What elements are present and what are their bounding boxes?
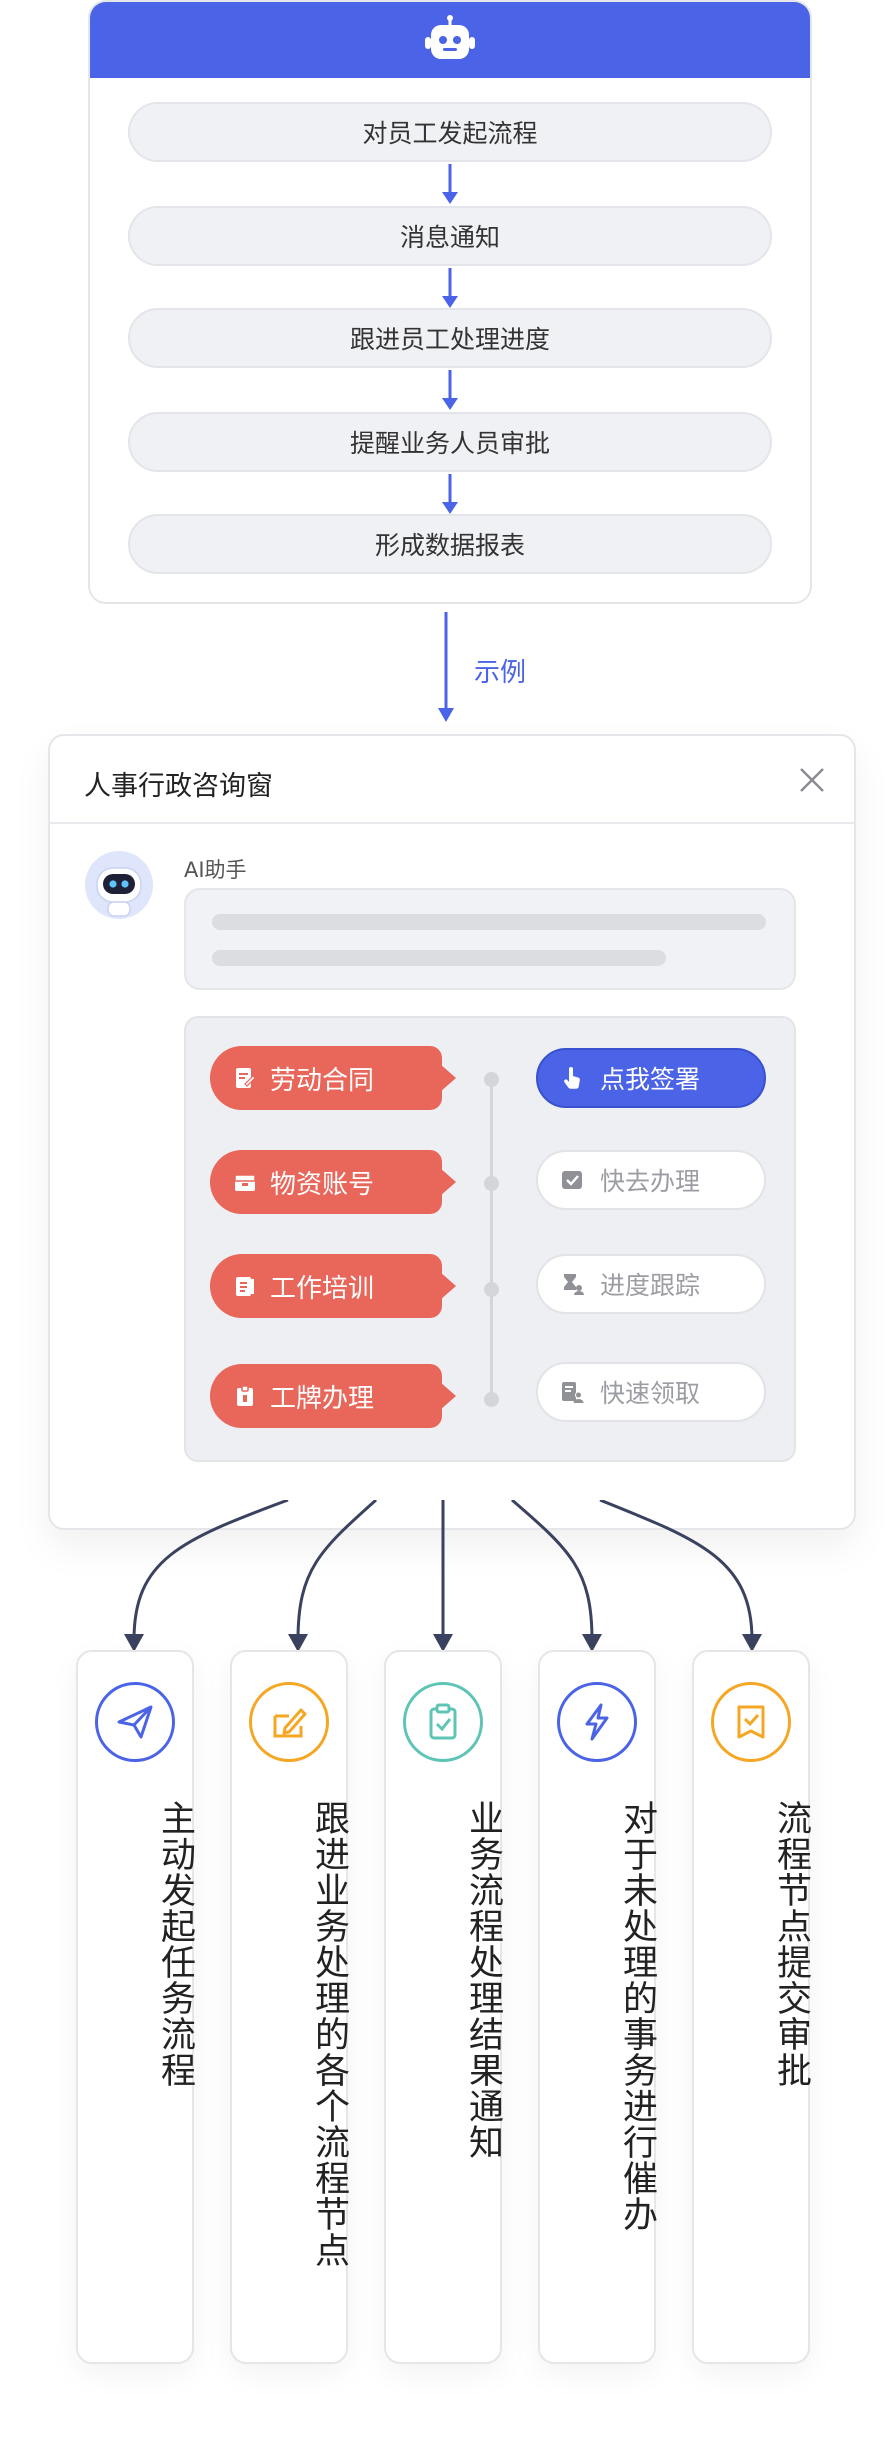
check-doc-icon [562,1171,582,1189]
box-icon [234,1174,256,1191]
timeline-dot [484,1392,499,1407]
hourglass-user-icon [564,1274,584,1295]
close-icon[interactable] [796,764,828,796]
lightning-icon [585,1703,609,1741]
feature-icon-wrap [95,1682,175,1762]
feature-icon-wrap [403,1682,483,1762]
flow-step-initiate: 对员工发起流程 [128,102,772,162]
connector-arrows [124,1500,762,1652]
hr-consult-window: 人事行政咨询窗 AI助手 劳动合同 物资账号 [48,734,856,1530]
feature-text: 跟进业务处理的各个流程节点 [309,1800,349,2268]
timeline-dot [484,1072,499,1087]
arrow-down-icon [442,474,458,514]
timeline-line [490,1076,493,1406]
sign-now-button[interactable]: 点我签署 [536,1048,766,1108]
flow-step-notify: 消息通知 [128,206,772,266]
doc-user-icon [562,1382,584,1403]
assistant-name: AI助手 [184,858,247,882]
arrow-down-icon [442,370,458,410]
service-panel: 劳动合同 物资账号 工作培训 工牌办理 点我签署 快去办理 进度跟踪 [184,1016,796,1462]
hand-pointer-icon [564,1067,580,1089]
skeleton-line [212,914,766,930]
flow-step-track-progress: 跟进员工处理进度 [128,308,772,368]
feature-follow-nodes: 跟进业务处理的各个流程节点 [230,1650,349,2364]
action-label: 点我签署 [600,1065,701,1094]
arrow-down-icon [442,268,458,308]
timeline-dot [484,1176,499,1191]
flow-step-remind-approval: 提醒业务人员审批 [128,412,772,472]
approval-icon [737,1705,765,1739]
feature-icon-wrap [249,1682,329,1762]
feature-text: 业务流程处理结果通知 [463,1800,503,2160]
feature-text: 主动发起任务流程 [155,1800,195,2088]
example-arrow-icon [438,612,454,722]
tag-work-training: 工作培训 [210,1254,456,1318]
arrow-down-icon [442,164,458,204]
example-label: 示例 [474,658,527,688]
feature-icon-wrap [557,1682,637,1762]
flow-step-report: 形成数据报表 [128,514,772,574]
badge-icon [237,1385,253,1406]
go-handle-button[interactable]: 快去办理 [536,1150,766,1210]
message-bubble [184,888,796,990]
edit-doc-icon [273,1708,307,1738]
feature-urge-pending: 对于未处理的事务进行催办 [538,1650,657,2364]
feature-icon-wrap [711,1682,791,1762]
chat-header: 人事行政咨询窗 [50,736,854,824]
tag-label: 工牌办理 [270,1383,375,1414]
feature-text: 流程节点提交审批 [771,1800,811,2088]
book-icon [236,1277,254,1296]
chat-title: 人事行政咨询窗 [84,771,273,802]
tag-labor-contract: 劳动合同 [210,1046,456,1110]
tag-label: 劳动合同 [270,1065,375,1096]
feature-initiate-task: 主动发起任务流程 [76,1650,195,2364]
contract-icon [236,1068,256,1088]
feature-result-notice: 业务流程处理结果通知 [384,1650,503,2364]
action-label: 进度跟踪 [600,1271,701,1300]
tag-badge-processing: 工牌办理 [210,1364,456,1428]
timeline-dot [484,1282,499,1297]
clipboard-check-icon [429,1703,457,1740]
feature-text: 对于未处理的事务进行催办 [617,1800,657,2232]
tag-label: 工作培训 [270,1273,375,1304]
skeleton-line [212,950,666,966]
track-progress-button[interactable]: 进度跟踪 [536,1254,766,1314]
quick-claim-button[interactable]: 快速领取 [536,1362,766,1422]
tag-supplies-account: 物资账号 [210,1150,456,1214]
feature-submit-approval: 流程节点提交审批 [692,1650,811,2364]
process-flow-card: 对员工发起流程 消息通知 跟进员工处理进度 提醒业务人员审批 形成数据报表 [88,0,812,604]
tag-label: 物资账号 [270,1169,375,1200]
ai-assistant-avatar [85,851,153,919]
action-label: 快去办理 [600,1167,701,1196]
action-label: 快速领取 [600,1379,701,1408]
paper-plane-icon [117,1705,153,1739]
robot-icon [425,15,475,59]
flow-header [90,2,810,78]
